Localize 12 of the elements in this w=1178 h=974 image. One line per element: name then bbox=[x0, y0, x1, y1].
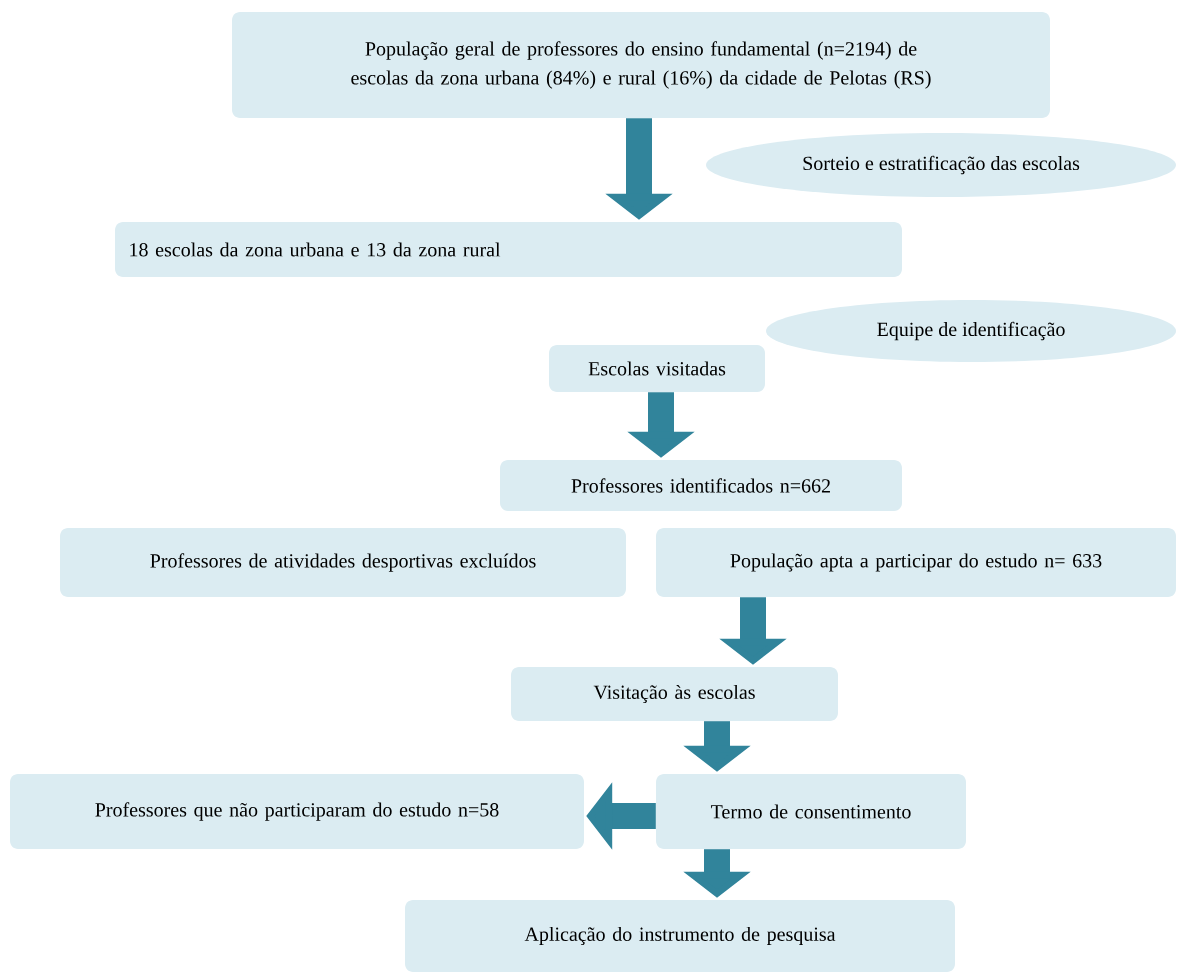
process-box: 18 escolas da zona urbana e 13 da zona rural bbox=[115, 222, 902, 277]
process-box: Professores de atividades desportivas excluídos bbox=[60, 528, 626, 597]
process-box: Aplicação do instrumento de pesquisa bbox=[405, 900, 955, 972]
process-box: Professores que não participaram do estudo n=58 bbox=[10, 774, 584, 849]
process-box: Escolas visitadas bbox=[549, 345, 765, 392]
process-box: Professores identificados n=662 bbox=[500, 460, 902, 511]
process-box: População geral de professores do ensino fundamental (n=2194) de escolas da zona urbana (84%) e rural (16%) da cidade de Pelotas (RS) bbox=[232, 12, 1050, 118]
ellipse-label: Sorteio e estratificação das escolas bbox=[706, 133, 1176, 197]
ellipse-label: Equipe de identificação bbox=[766, 300, 1176, 362]
process-box: População apta a participar do estudo n= 633 bbox=[656, 528, 1176, 597]
process-box: Visitação às escolas bbox=[511, 667, 838, 721]
process-box: Termo de consentimento bbox=[656, 774, 966, 849]
